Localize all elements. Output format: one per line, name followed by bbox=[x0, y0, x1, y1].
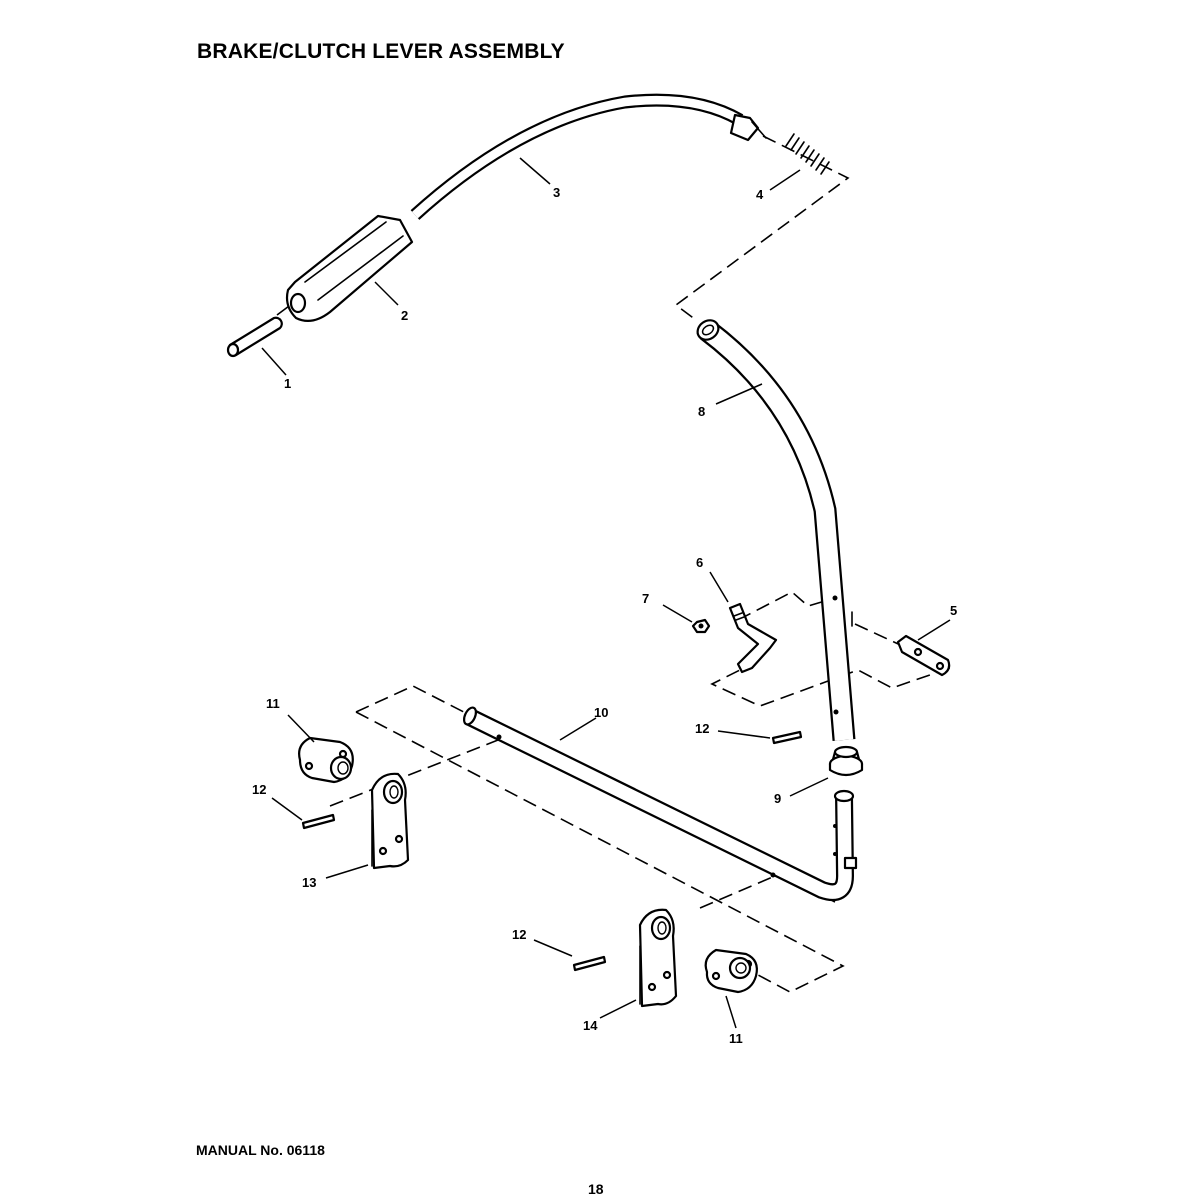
part-5-link-plate bbox=[896, 634, 951, 677]
callout-numbers: 1 2 3 4 5 6 7 8 9 10 11 11 12 12 12 13 1… bbox=[252, 185, 957, 1046]
callout-3: 3 bbox=[553, 185, 560, 200]
leader-lines bbox=[261, 157, 951, 1029]
callout-13: 13 bbox=[302, 875, 316, 890]
part-11-flange-bearing-upper bbox=[298, 736, 354, 784]
part-8-lever-tube bbox=[696, 319, 856, 741]
callout-11-lower: 11 bbox=[729, 1031, 743, 1046]
part-7-nut bbox=[691, 618, 711, 634]
callout-12-left: 12 bbox=[252, 782, 266, 797]
manual-number: MANUAL No. 06118 bbox=[196, 1142, 325, 1158]
part-6-clip bbox=[728, 602, 778, 674]
page-number: 18 bbox=[588, 1181, 604, 1197]
part-10-cross-shaft bbox=[462, 706, 858, 902]
callout-11-upper: 11 bbox=[266, 696, 280, 711]
part-1-pin bbox=[226, 316, 283, 358]
callout-12-upper: 12 bbox=[695, 721, 709, 736]
callout-8: 8 bbox=[698, 404, 705, 419]
callout-6: 6 bbox=[696, 555, 703, 570]
callout-2: 2 bbox=[401, 308, 408, 323]
part-2-handle-grip bbox=[285, 214, 414, 323]
part-14-lever-arm bbox=[638, 908, 678, 1008]
callout-14: 14 bbox=[583, 1018, 598, 1033]
page-title: BRAKE/CLUTCH LEVER ASSEMBLY bbox=[197, 40, 565, 63]
callout-5: 5 bbox=[950, 603, 957, 618]
part-13-lever-arm bbox=[370, 772, 410, 870]
callout-1: 1 bbox=[284, 376, 291, 391]
part-11-flange-bearing-lower bbox=[704, 948, 758, 994]
callout-10: 10 bbox=[594, 705, 608, 720]
part-3-brake-cable bbox=[410, 93, 767, 220]
callout-7: 7 bbox=[642, 591, 649, 606]
part-9-bushing bbox=[828, 745, 864, 777]
part-4-spring bbox=[785, 133, 830, 175]
callout-9: 9 bbox=[774, 791, 781, 806]
part-12-pins bbox=[301, 730, 803, 972]
callout-4: 4 bbox=[756, 187, 764, 202]
callout-12-lower: 12 bbox=[512, 927, 526, 942]
